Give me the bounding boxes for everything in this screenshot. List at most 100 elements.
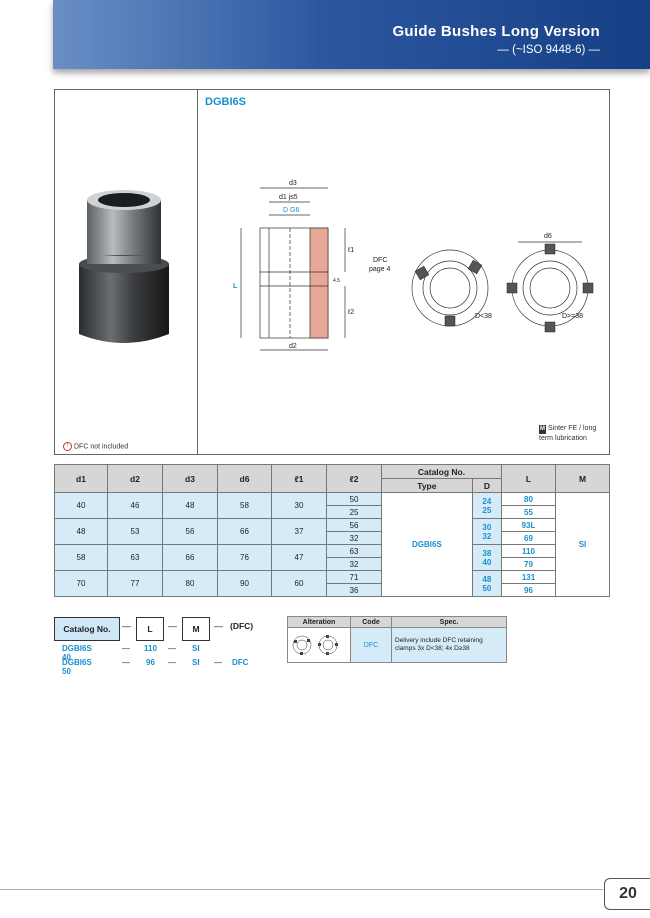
- model-name: DGBI6S: [205, 96, 246, 108]
- cell-L: 55: [501, 505, 556, 519]
- cell-d6: 58: [217, 492, 272, 519]
- cell-d1: 40: [54, 492, 108, 519]
- ex2-cat: DGBI6S 50: [62, 658, 92, 676]
- cell-D-value: 25: [482, 505, 492, 515]
- th-D: D: [471, 478, 503, 493]
- cell-l1: 37: [271, 518, 327, 545]
- label-l2: ℓ2: [347, 309, 354, 316]
- label-dlt: D<38: [475, 313, 492, 320]
- cell-d6: 90: [217, 570, 272, 597]
- ex2-l: 96: [146, 658, 155, 667]
- label-dfc: DFC: [373, 257, 387, 264]
- th-type: Type: [381, 478, 473, 493]
- cell-l2: 50: [326, 492, 382, 506]
- cell-d2: 63: [107, 544, 163, 571]
- dfc-note: !DFC not included: [63, 442, 128, 451]
- label-d1: d1 js5: [279, 194, 298, 201]
- ex2-opt: DFC: [232, 658, 249, 667]
- label-L: L: [233, 283, 238, 290]
- alt-th-alteration: Alteration: [287, 616, 351, 628]
- alteration-image: [292, 635, 338, 655]
- cell-d2: 53: [107, 518, 163, 545]
- label-d2: d2: [289, 343, 297, 350]
- page-title: Guide Bushes Long Version: [392, 23, 600, 40]
- ex1-dash-2: —: [168, 644, 176, 653]
- cell-d1: 70: [54, 570, 108, 597]
- ord-l-box: L: [136, 617, 164, 641]
- cell-d6: 66: [217, 518, 272, 545]
- ex1-l: 110: [144, 644, 157, 653]
- th-M: M: [555, 464, 610, 493]
- cell-d6: 76: [217, 544, 272, 571]
- th-L: L: [501, 464, 556, 493]
- alt-code: DFC: [350, 627, 392, 663]
- alt-image-cell: [287, 627, 351, 663]
- table-row: 25 55: [55, 505, 610, 519]
- cell-D-value: 32: [482, 531, 492, 541]
- ex2-m: SI: [192, 658, 200, 667]
- footer-line: [0, 889, 603, 890]
- ex1-m: SI: [192, 644, 200, 653]
- ex2-dash-1: —: [122, 658, 130, 667]
- cell-D-value: 50: [482, 583, 492, 593]
- ex1-dash-1: —: [122, 644, 130, 653]
- page-subtitle: — (~ISO 9448-6) —: [497, 44, 600, 56]
- ord-dash-2: —: [168, 621, 177, 631]
- cell-d3: 66: [162, 544, 218, 571]
- ord-dash-1: —: [122, 621, 131, 631]
- cell-l1: 60: [271, 570, 327, 597]
- th-catalog: Catalog No.: [381, 464, 502, 479]
- cell-D-value: 48: [482, 574, 492, 584]
- cell-l2: 32: [326, 531, 382, 545]
- cell-l1: 47: [271, 544, 327, 571]
- cell-l2: 25: [326, 505, 382, 519]
- technical-drawing: d3 d1 js5 D G6 L ℓ1 ℓ2 d2 4.5 DFC page 4…: [233, 180, 594, 351]
- header-banner: Guide Bushes Long Version — (~ISO 9448-6…: [53, 0, 650, 69]
- th-d6: d6: [217, 464, 272, 493]
- ord-catalog-box: Catalog No.: [54, 617, 120, 641]
- label-d6: d6: [544, 233, 552, 240]
- th-d3: d3: [162, 464, 218, 493]
- cell-l2: 63: [326, 544, 382, 558]
- label-dge: D>=38: [562, 313, 583, 320]
- cell-d1: 58: [54, 544, 108, 571]
- cell-d1: 48: [54, 518, 108, 545]
- th-l1: ℓ1: [271, 464, 327, 493]
- cell-L: 110: [501, 544, 556, 558]
- ord-m-box: M: [182, 617, 210, 641]
- th-d2: d2: [107, 464, 163, 493]
- label-l1: ℓ1: [347, 247, 354, 254]
- product-image: [79, 190, 169, 343]
- cell-L: 80: [501, 492, 556, 506]
- cell-l2: 56: [326, 518, 382, 532]
- cell-D-value: 38: [482, 548, 492, 558]
- cell-l2: 71: [326, 570, 382, 584]
- spec-table: d1 d2 d3 d6 ℓ1 ℓ2 Catalog No. L M Type D…: [54, 464, 610, 597]
- cell-d2: 77: [107, 570, 163, 597]
- info-icon: !: [63, 442, 72, 451]
- alt-th-code: Code: [350, 616, 392, 628]
- cell-d3: 48: [162, 492, 218, 519]
- cell-L: 96: [501, 583, 556, 597]
- sinter-badge: M: [539, 425, 546, 434]
- frame-divider: [197, 90, 198, 454]
- th-d1: d1: [54, 464, 108, 493]
- cell-d2: 46: [107, 492, 163, 519]
- alteration-table: Alteration Code Spec. DFC Delivery inclu…: [287, 616, 507, 663]
- label-page: page 4: [369, 266, 391, 273]
- cell-L: 93L: [501, 518, 556, 532]
- cell-d3: 80: [162, 570, 218, 597]
- alt-th-spec: Spec.: [391, 616, 507, 628]
- cell-D-value: 24: [482, 496, 492, 506]
- ord-dash-3: —: [214, 621, 223, 631]
